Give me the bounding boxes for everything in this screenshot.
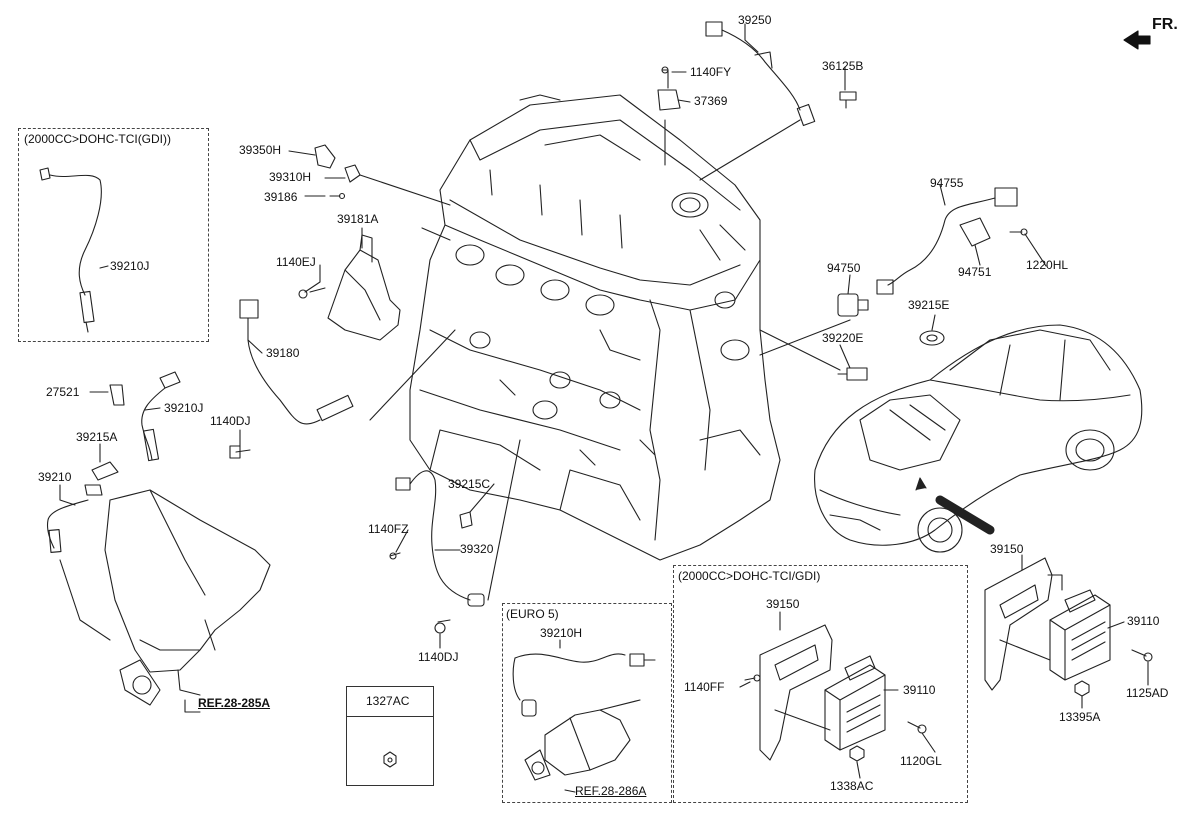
part-label-39350H[interactable]: 39350H <box>239 143 282 157</box>
part-label-94750[interactable]: 94750 <box>827 261 861 275</box>
part-label-27521[interactable]: 27521 <box>46 385 80 399</box>
part-label-39215E[interactable]: 39215E <box>908 298 950 312</box>
reference-link-28-286A[interactable]: REF.28-286A <box>575 784 647 798</box>
part-label-1338AC[interactable]: 1338AC <box>830 779 874 793</box>
part-label-39181A[interactable]: 39181A <box>337 212 379 226</box>
front-direction-label: FR. <box>1152 16 1178 33</box>
reference-link-28-285A[interactable]: REF.28-285A <box>198 696 271 710</box>
sensor-94750 <box>837 293 869 317</box>
oxygen-sensor-39210J-lower <box>141 371 181 462</box>
variant-box-title: (EURO 5) <box>506 607 559 621</box>
catalytic-converter-left <box>104 489 271 706</box>
part-label-39310H[interactable]: 39310H <box>269 170 312 184</box>
oxygen-sensor-39320 <box>389 470 485 634</box>
part-label-39210J[interactable]: 39210J <box>110 259 150 273</box>
sensor-94755 <box>876 187 1028 295</box>
oxygen-sensor-39210 <box>46 499 111 641</box>
sensor-39220E <box>837 367 868 381</box>
variant-box-dohc-tci-top <box>18 128 209 342</box>
part-label-1140FZ[interactable]: 1140FZ <box>368 522 409 536</box>
bracket-27521 <box>109 384 125 406</box>
front-arrow-icon <box>1123 30 1151 50</box>
engine-block-illustration <box>409 94 781 561</box>
ecu-bracket-39150-bottom <box>744 624 833 761</box>
oxygen-sensor-39210H <box>512 653 656 717</box>
variant-box-title: (2000CC>DOHC-TCI/GDI) <box>678 569 821 583</box>
part-label-39150[interactable]: 39150 <box>766 597 800 611</box>
bolt-1125AD <box>1131 649 1153 662</box>
part-label-39215A[interactable]: 39215A <box>76 430 118 444</box>
part-box-1327AC-header <box>346 686 434 717</box>
ecu-39110-right <box>999 589 1111 681</box>
part-label-1140FF[interactable]: 1140FF <box>684 680 725 694</box>
part-label-36125B[interactable]: 36125B <box>822 59 864 73</box>
ecu-bracket-39150-right <box>984 557 1063 691</box>
part-label-39215C[interactable]: 39215C <box>448 477 491 491</box>
part-label-94751[interactable]: 94751 <box>958 265 992 279</box>
variant-box-title: (2000CC>DOHC-TCI(GDI)) <box>24 132 172 146</box>
part-label-1120GL[interactable]: 1120GL <box>900 754 942 768</box>
nut-1338AC <box>849 745 865 762</box>
part-label-39186[interactable]: 39186 <box>264 190 298 204</box>
part-label-39110[interactable]: 39110 <box>903 683 936 697</box>
oxygen-sensor-39210J-upper <box>39 167 102 333</box>
part-label-1140DJ[interactable]: 1140DJ <box>418 650 459 664</box>
nut-1327AC-icon <box>383 751 397 768</box>
part-label-39220E[interactable]: 39220E <box>822 331 864 345</box>
part-label-39210H[interactable]: 39210H <box>540 626 583 640</box>
cam-position-sensor-icon <box>314 144 361 200</box>
part-box-1327AC-label: 1327AC <box>366 694 410 708</box>
part-label-1140FY[interactable]: 1140FY <box>690 65 732 79</box>
part-label-1140EJ[interactable]: 1140EJ <box>276 255 316 269</box>
part-label-39210[interactable]: 39210 <box>38 470 72 484</box>
part-label-39110[interactable]: 39110 <box>1127 614 1160 628</box>
sensor-39250 <box>705 21 816 127</box>
variant-box-euro5 <box>502 603 672 803</box>
part-label-94755[interactable]: 94755 <box>930 176 964 190</box>
part-label-39210J[interactable]: 39210J <box>164 401 204 415</box>
bolt-36125B <box>839 91 857 109</box>
heat-shield-39181A <box>298 234 401 341</box>
bracket-37369 <box>657 66 681 111</box>
variant-box-dohc-tci-ecu <box>673 565 968 803</box>
part-label-37369[interactable]: 37369 <box>694 94 728 108</box>
grommet-39215E <box>919 330 945 346</box>
bracket-39215A <box>84 461 119 496</box>
part-label-39320[interactable]: 39320 <box>460 542 494 556</box>
part-label-1125AD[interactable]: 1125AD <box>1126 686 1169 700</box>
part-label-39250[interactable]: 39250 <box>738 13 772 27</box>
part-label-1220HL[interactable]: 1220HL <box>1026 258 1069 272</box>
ecu-39110-bottom <box>824 655 886 751</box>
catalytic-converter-euro5 <box>524 699 641 781</box>
part-label-1140DJ[interactable]: 1140DJ <box>210 414 251 428</box>
crank-sensor-39180 <box>229 299 354 459</box>
part-label-39150[interactable]: 39150 <box>990 542 1024 556</box>
part-label-39180[interactable]: 39180 <box>266 346 300 360</box>
nut-13395A <box>1074 680 1090 697</box>
part-label-13395A[interactable]: 13395A <box>1059 710 1101 724</box>
car-illustration <box>814 324 1143 553</box>
